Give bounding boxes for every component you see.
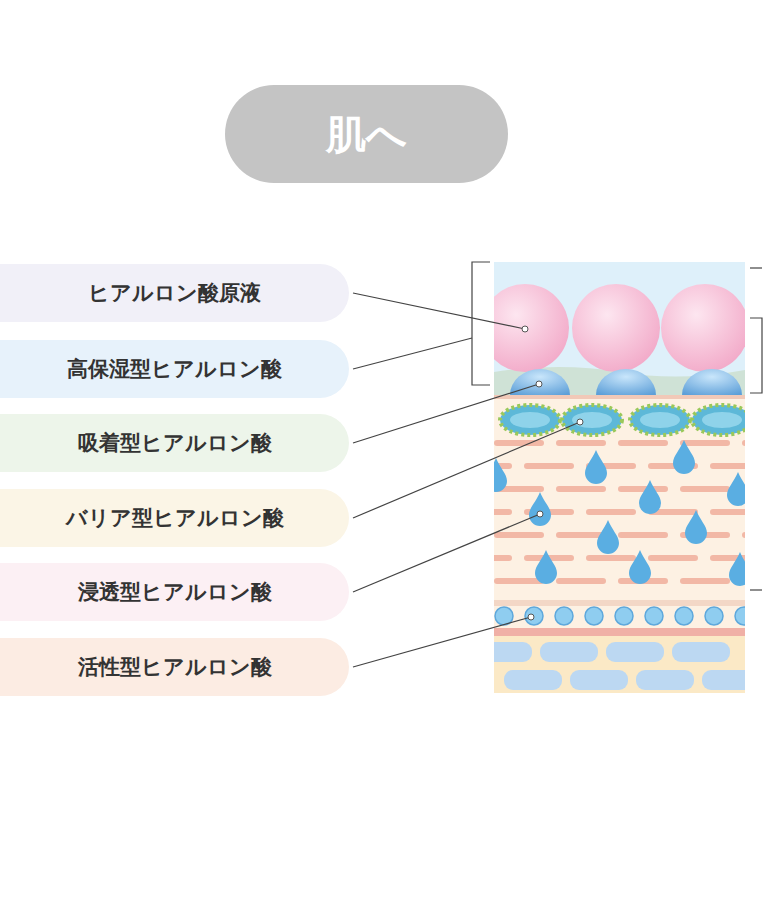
skin-texture (672, 642, 730, 662)
skin-texture (680, 486, 730, 492)
skin-texture (556, 486, 606, 492)
skin-texture (494, 578, 544, 584)
skin-texture (673, 440, 695, 474)
skin-texture (675, 607, 693, 625)
node-label: 吸着型ヒアルロン酸 (78, 429, 272, 457)
skin-texture (585, 607, 603, 625)
skin-texture (692, 405, 745, 435)
skin-texture (562, 405, 622, 435)
node-label: 活性型ヒアルロン酸 (78, 653, 272, 681)
skin-texture (525, 607, 543, 625)
skin-texture (685, 510, 707, 544)
skin-texture (494, 642, 532, 662)
label-pill: ヒアルロン酸原液 (0, 264, 349, 322)
skin-texture (535, 550, 557, 584)
label-pill: 活性型ヒアルロン酸 (0, 638, 349, 696)
skin-texture (586, 555, 636, 561)
skin-texture (702, 412, 742, 428)
skin-texture (710, 509, 745, 515)
skin-texture (494, 458, 507, 492)
skin-texture (705, 607, 723, 625)
label-pill: 吸着型ヒアルロン酸 (0, 414, 349, 472)
skin-texture (615, 607, 633, 625)
skin-texture (500, 405, 560, 435)
label-pill: バリア型ヒアルロン酸 (0, 489, 349, 547)
skin-texture (556, 440, 606, 446)
skin-texture (636, 670, 694, 690)
label-pill: 高保湿型ヒアルロン酸 (0, 340, 349, 398)
skin-texture (618, 532, 668, 538)
skin-texture (742, 532, 745, 538)
skin-texture (510, 412, 550, 428)
node-label: 高保湿型ヒアルロン酸 (67, 355, 282, 383)
skin-texture (735, 607, 745, 625)
skin-texture (639, 480, 661, 514)
node-label: 浸透型ヒアルロン酸 (78, 578, 272, 606)
skin-texture (494, 555, 512, 561)
skin-texture (572, 412, 612, 428)
skin-texture (555, 607, 573, 625)
skin-texture (618, 486, 668, 492)
skin-texture (586, 509, 636, 515)
skin-texture (597, 520, 619, 554)
skin-texture (727, 472, 745, 506)
skin-texture (648, 555, 698, 561)
skin-texture (629, 550, 651, 584)
skin-texture (524, 463, 574, 469)
skin-texture (529, 492, 551, 526)
skin-texture (618, 440, 668, 446)
skin-texture (494, 532, 544, 538)
skin-texture (680, 440, 730, 446)
node-label: バリア型ヒアルロン酸 (66, 504, 284, 532)
skin-texture (585, 450, 607, 484)
skin-texture (630, 405, 690, 435)
skin-texture (494, 509, 512, 515)
skin-texture (606, 642, 664, 662)
title-pill: 肌へ (225, 85, 508, 183)
skin-texture (570, 670, 628, 690)
node-label: ヒアルロン酸原液 (88, 279, 261, 307)
skin-texture (729, 552, 745, 586)
label-pill: 浸透型ヒアルロン酸 (0, 563, 349, 621)
skin-texture (742, 440, 745, 446)
skin-texture (504, 670, 562, 690)
skin-texture (645, 607, 663, 625)
skin-texture (710, 463, 745, 469)
skin-texture (540, 642, 598, 662)
skin-texture (640, 412, 680, 428)
skin-texture (702, 670, 745, 690)
node-label: 肌へ (326, 107, 407, 162)
skin-texture (556, 578, 606, 584)
skin-texture (680, 578, 730, 584)
